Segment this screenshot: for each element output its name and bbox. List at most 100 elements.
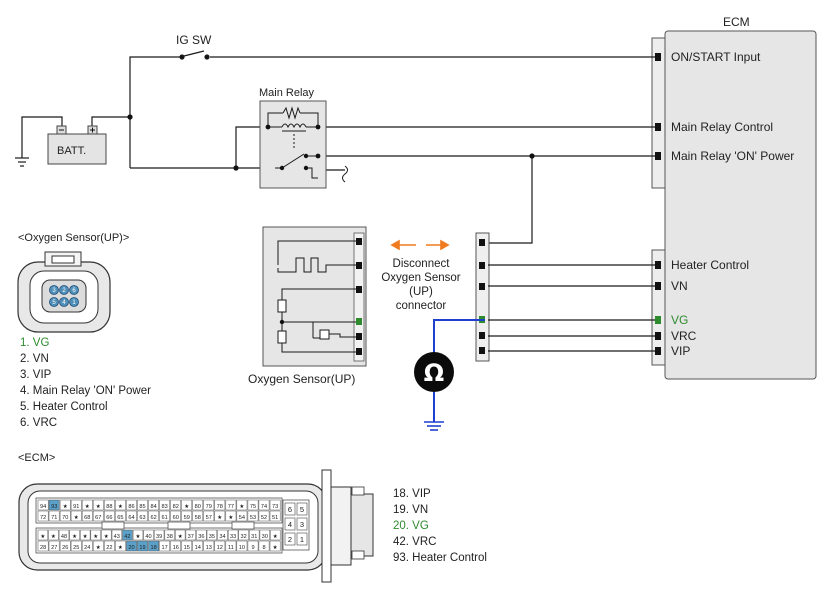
- ecm-pin-cell: [132, 529, 144, 541]
- ecm-pin-cell: [170, 540, 181, 552]
- ecm-pin-cell: [81, 499, 93, 511]
- ecm-pin-number: 85: [139, 504, 145, 510]
- junction-dots: [127, 114, 535, 171]
- pin-num-5: 4: [62, 300, 66, 306]
- ecm-pin-number: 68: [84, 515, 90, 521]
- ecm-pin-number: 83: [161, 504, 167, 510]
- ecm-pin-cell: [148, 540, 159, 552]
- ecm-pin-number: 60: [173, 515, 179, 521]
- sensor-pin-3: 3. VIP: [20, 369, 52, 381]
- ecm-pin-cell: [59, 510, 71, 522]
- svg-text:1: 1: [300, 535, 304, 544]
- ecm-pin-number: 78: [217, 504, 223, 510]
- ecm-pin-number: 38: [167, 534, 173, 540]
- ecm-pin-cell: [90, 529, 101, 541]
- ecm-pin-number: 73: [272, 504, 278, 510]
- pin-num-2: 2: [62, 288, 66, 294]
- svg-text:3: 3: [300, 520, 304, 529]
- ecm-pin-number: 53: [250, 515, 256, 521]
- ecm-box: [664, 30, 817, 380]
- ecm-pin-cell: [206, 529, 218, 541]
- ecm-pin-number: ★: [118, 503, 123, 510]
- pin-num-1: 3: [52, 288, 56, 294]
- ecm-pin-main-relay-control: Main Relay Control: [671, 120, 773, 134]
- ecm-pin-number: 58: [195, 515, 201, 521]
- ecm-pin-cell: [227, 529, 239, 541]
- ecm-pin-terminals: [655, 53, 661, 355]
- ecm-pin-number: 91: [73, 504, 79, 510]
- ecm-pin-cell: [48, 529, 59, 541]
- ecm-pin-number: 35: [209, 534, 215, 540]
- ecm-list-20: 20. VG: [393, 520, 429, 532]
- ecm-pin-number: 80: [195, 504, 201, 510]
- ecm-pin-cell: [247, 499, 259, 511]
- oxygen-sensor-box-label: Oxygen Sensor(UP): [248, 372, 355, 386]
- ecm-pin-cell: [236, 510, 248, 522]
- ecm-pin-cell: [214, 540, 226, 552]
- ecm-pin-cell: [170, 499, 181, 511]
- ecm-pin-number: ★: [118, 544, 123, 551]
- ecm-pin-cell: [164, 529, 175, 541]
- ecm-pin-on-start: ON/START Input: [671, 50, 761, 64]
- harness-connector: [475, 232, 490, 362]
- ecm-list-19: 19. VN: [393, 504, 428, 516]
- ecm-pin-number: ★: [273, 533, 278, 540]
- ecm-pin-cell: [148, 499, 159, 511]
- ecm-pin-cell: [258, 499, 270, 511]
- ecm-connector-title: <ECM>: [18, 452, 55, 464]
- power-wires: [21, 56, 655, 244]
- ecm-connector-picture: [18, 469, 374, 583]
- ecm-pin-vg: VG: [671, 313, 688, 327]
- ecm-pin-cell: [269, 510, 281, 522]
- ecm-pin-cell: [225, 499, 237, 511]
- ecm-pin-number: 61: [161, 515, 167, 521]
- ecm-pin-number: 43: [114, 534, 120, 540]
- ecm-pin-number: ★: [273, 544, 278, 551]
- ecm-pin-cell: [59, 540, 71, 552]
- ecm-pin-cell: [48, 510, 60, 522]
- ecm-pin-cell: [70, 499, 82, 511]
- battery-icon: [47, 125, 107, 165]
- ecm-pin-main-relay-on-power: Main Relay 'ON' Power: [671, 149, 794, 163]
- sensor-pin-4: 4. Main Relay 'ON' Power: [20, 385, 151, 397]
- ecm-pin-cell: [170, 510, 181, 522]
- ecm-pin-number: 94: [40, 504, 46, 510]
- sensor-pin-1: 1. VG: [20, 337, 49, 349]
- ecm-pin-number: 59: [184, 515, 190, 521]
- ecm-pin-cell: [37, 510, 49, 522]
- ecm-pin-cell: [203, 540, 215, 552]
- ecm-pin-number: 40: [145, 534, 151, 540]
- main-relay-icon: [259, 100, 348, 189]
- ecm-pin-cell: [101, 529, 112, 541]
- ecm-pin-cell: [115, 510, 126, 522]
- ecm-pin-cell: [126, 499, 137, 511]
- ecm-pin-cell: [115, 540, 126, 552]
- ecm-pin-number: 62: [150, 515, 156, 521]
- ecm-pin-cell: [111, 529, 123, 541]
- ecm-pin-cell: [104, 499, 115, 511]
- ecm-pin-cell: [181, 510, 193, 522]
- ecm-pin-cell: [225, 510, 237, 522]
- ecm-pin-cell: [80, 529, 91, 541]
- ecm-pin-number: 27: [51, 545, 57, 551]
- ohmmeter-ground-icon: [424, 392, 444, 431]
- ecm-pin-cell: [214, 510, 226, 522]
- ecm-pin-cell: [192, 540, 204, 552]
- ecm-pin-cell: [192, 510, 204, 522]
- ecm-connector-strip: [651, 37, 666, 189]
- ecm-pin-cell: [247, 510, 259, 522]
- ecm-pin-number: 9: [251, 545, 254, 551]
- pin-num-6: 1: [72, 300, 76, 306]
- ecm-pin-cell: [185, 529, 196, 541]
- ecm-pin-cell: [92, 510, 104, 522]
- ecm-pin-cell: [249, 529, 260, 541]
- ecm-pin-number: 42: [124, 534, 130, 540]
- measurement-lead: [433, 319, 485, 353]
- ecm-pin-cell: [214, 499, 226, 511]
- ecm-pin-cell: [92, 499, 104, 511]
- svg-text:(UP): (UP): [409, 286, 433, 298]
- ecm-pin-number: 19: [139, 545, 145, 551]
- disconnect-arrows-icon: [390, 239, 450, 251]
- ecm-list-42: 42. VRC: [393, 536, 436, 548]
